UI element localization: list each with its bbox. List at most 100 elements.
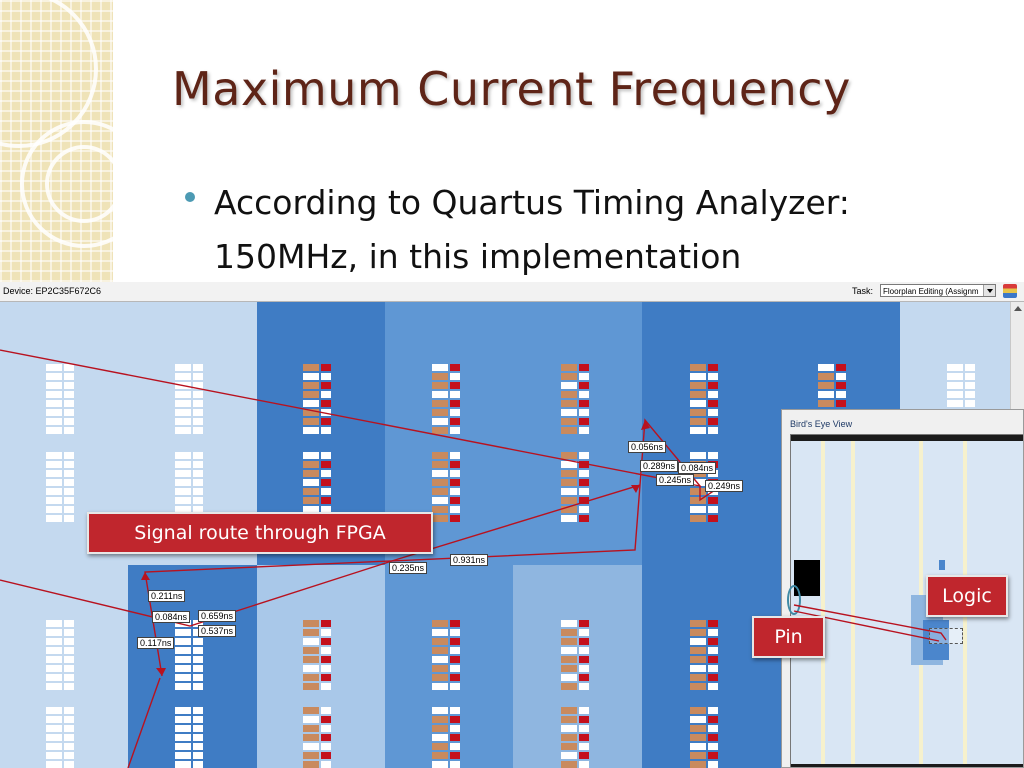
logic-cell [303,725,331,732]
logic-cell [432,674,460,681]
logic-cell [690,515,718,522]
logic-cell [690,391,718,398]
logic-cell [818,391,846,398]
chevron-down-icon[interactable] [983,285,995,296]
logic-cell [46,620,74,627]
logic-cell [46,734,74,741]
logic-array-block[interactable] [561,707,589,768]
logic-cell [561,716,589,723]
logic-cell [175,752,203,759]
logic-cell [690,364,718,371]
logic-cell [303,400,331,407]
logic-cell [432,647,460,654]
logic-cell [303,427,331,434]
logic-cell [432,452,460,459]
logic-cell [690,452,718,459]
logic-cell [46,725,74,732]
logic-cell [175,725,203,732]
logic-callout-text: Logic [942,585,992,607]
logic-cell [175,683,203,690]
logic-cell [690,382,718,389]
logic-array-block[interactable] [432,620,460,692]
logic-cell [561,488,589,495]
logic-cell [432,461,460,468]
logic-cell [303,488,331,495]
logic-cell [46,716,74,723]
logic-cell [46,427,74,434]
logic-cell [46,761,74,768]
logic-cell [947,400,975,407]
logic-cell [303,674,331,681]
slide-title: Maximum Current Frequency [172,62,851,116]
logic-cell [175,479,203,486]
logic-array-block[interactable] [690,364,718,436]
logic-array-block[interactable] [46,364,74,436]
task-dropdown[interactable]: Floorplan Editing (Assignm [880,284,996,297]
logic-cell [690,629,718,636]
delay-label: 0.084ns [678,462,717,474]
logic-array-block[interactable] [303,364,331,436]
logic-cell [432,707,460,714]
logic-cell [561,629,589,636]
logic-cell [46,506,74,513]
logic-cell [303,620,331,627]
logic-array-block[interactable] [690,707,718,768]
logic-array-block[interactable] [561,364,589,436]
logic-array-block[interactable] [561,620,589,692]
logic-array-block[interactable] [46,707,74,768]
logic-cell [561,452,589,459]
logic-cell [432,743,460,750]
logic-cell [303,418,331,425]
logic-cell [303,665,331,672]
logic-cell [46,665,74,672]
logic-cell [561,620,589,627]
logic-cell [690,373,718,380]
logic-array-block[interactable] [46,452,74,524]
logic-cell [175,391,203,398]
logic-cell [690,734,718,741]
logic-cell [561,707,589,714]
logic-cell [561,515,589,522]
logic-array-block[interactable] [690,620,718,692]
delay-label: 0.211ns [148,590,186,602]
logic-array-block[interactable] [303,707,331,768]
task-label: Task: [852,286,874,296]
logic-array-block[interactable] [561,452,589,524]
logic-cell [303,707,331,714]
logic-cell [947,391,975,398]
logic-cell [175,674,203,681]
logic-array-block[interactable] [46,620,74,692]
logic-array-block[interactable] [432,364,460,436]
logic-cell [818,400,846,407]
logic-cell [690,638,718,645]
logic-array-block[interactable] [432,452,460,524]
logic-cell [432,506,460,513]
logic-cell [175,497,203,504]
delay-label: 0.537ns [198,625,237,637]
logic-cell [561,656,589,663]
logic-cell [561,364,589,371]
logic-cell [561,506,589,513]
logic-cell [561,761,589,768]
logic-array-block[interactable] [175,364,203,436]
logic-array-block[interactable] [175,707,203,768]
logic-cell [175,743,203,750]
layers-icon[interactable] [1003,284,1017,298]
logic-cell [46,488,74,495]
logic-cell [561,665,589,672]
logic-cell [175,461,203,468]
logic-cell [46,656,74,663]
logic-cell [303,647,331,654]
logic-cell [690,647,718,654]
logic-callout: Logic [926,575,1008,617]
delay-label: 0.235ns [389,562,428,574]
logic-array-block[interactable] [303,620,331,692]
logic-array-block[interactable] [432,707,460,768]
logic-cell [432,716,460,723]
logic-cell [432,683,460,690]
logic-cell [46,409,74,416]
chevron-up-icon[interactable] [1014,306,1022,311]
logic-cell [690,707,718,714]
logic-cell [303,409,331,416]
delay-label: 0.249ns [705,480,744,492]
